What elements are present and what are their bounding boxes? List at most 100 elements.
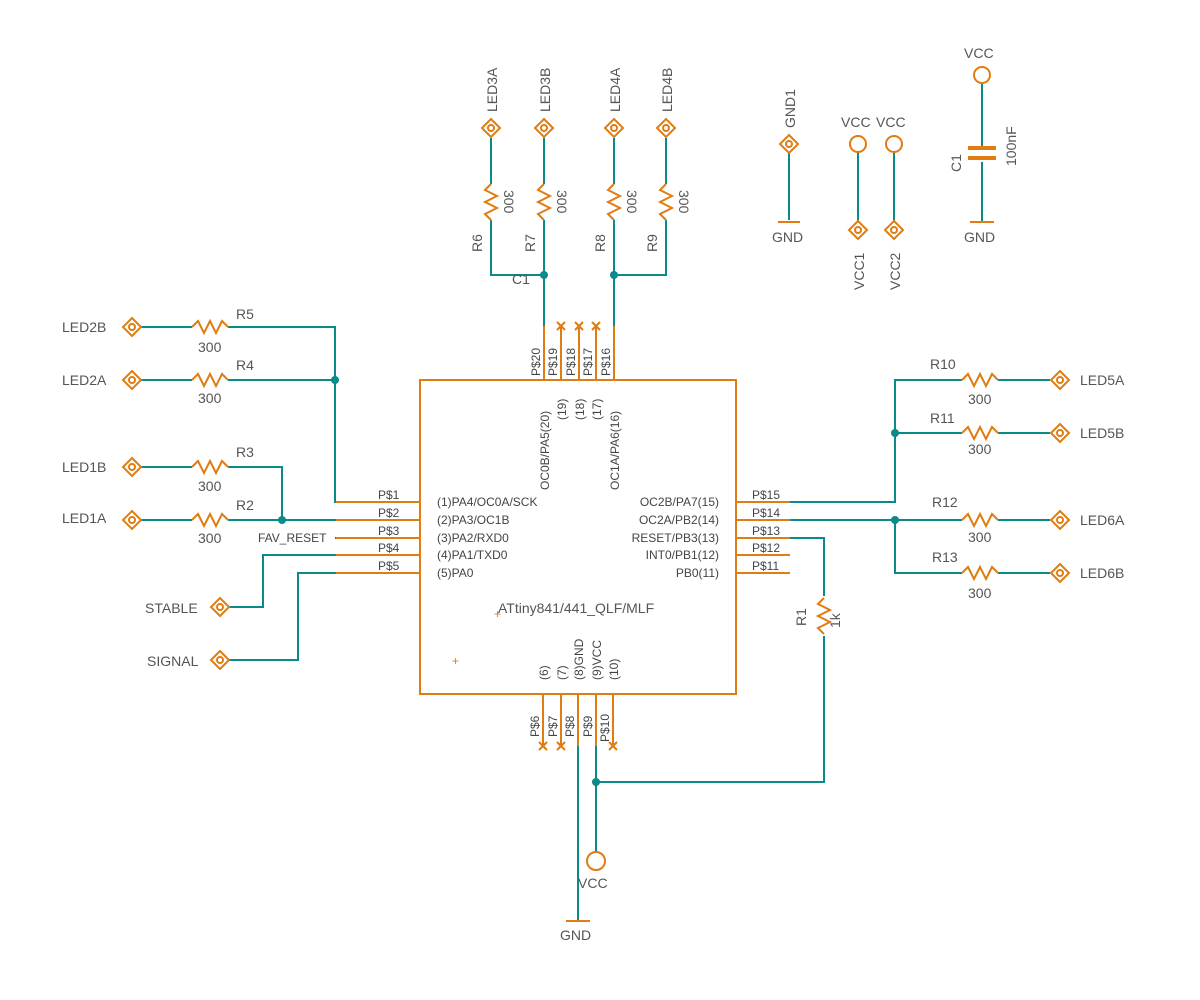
resistor-r11[interactable]: R11 300: [930, 410, 999, 457]
resistor-value: 300: [676, 190, 692, 214]
mcu-ref-mark: +: [452, 654, 459, 668]
right-led-group: R10 300 LED5A R11 300 LED5B R12 300 LED6…: [930, 356, 1125, 601]
connector-label: SIGNAL: [147, 653, 199, 669]
resistor-value: 300: [968, 391, 992, 407]
connector-label: LED1B: [62, 459, 106, 475]
pin-num-p9: P$9: [581, 715, 595, 737]
resistor-r9[interactable]: R9 300: [644, 183, 692, 252]
pin-num-p5: P$5: [378, 559, 400, 573]
wires: [140, 84, 1050, 920]
pin-fn-p17: (17): [590, 399, 604, 420]
connector-led4b[interactable]: LED4B: [656, 68, 676, 138]
resistor-r13[interactable]: R13 300: [932, 549, 999, 601]
resistor-name: R13: [932, 549, 958, 565]
connector-label: LED3A: [484, 67, 500, 112]
connector-label: LED4B: [659, 68, 675, 112]
resistor-r2[interactable]: R2 300: [191, 497, 254, 546]
capacitor-value: 100nF: [1003, 126, 1019, 166]
connector-led5b[interactable]: LED5B: [1050, 423, 1124, 443]
pin-num-p19: P$19: [546, 348, 560, 376]
left-led-group: LED2B R5 300 LED2A R4 300 LED1B R3 300: [62, 306, 254, 546]
capacitor-name: C1: [948, 154, 964, 172]
resistor-value: 300: [624, 190, 640, 214]
pin-num-p16: P$16: [599, 348, 613, 376]
pin-num-p8: P$8: [563, 715, 577, 737]
resistor-name: R8: [592, 234, 608, 252]
resistor-r1[interactable]: R1 1k: [793, 597, 843, 635]
resistor-r12[interactable]: R12 300: [932, 494, 999, 545]
pin-num-p18: P$18: [564, 348, 578, 376]
pin-fn-p5: (5)PA0: [437, 566, 474, 580]
connector-label: LED1A: [62, 510, 107, 526]
resistor-value: 300: [198, 339, 222, 355]
resistor-r3[interactable]: R3 300: [191, 444, 254, 494]
resistor-r8[interactable]: R8 300: [592, 183, 640, 252]
resistor-r5[interactable]: R5 300: [191, 306, 254, 355]
connector-led1a[interactable]: LED1A: [62, 510, 142, 530]
resistor-value: 300: [198, 478, 222, 494]
pin-num-p10: P$10: [598, 714, 612, 742]
vcc-supply-bottom: VCC: [578, 851, 608, 891]
pin-num-p15: P$15: [752, 488, 780, 502]
connector-led4a[interactable]: LED4A: [604, 67, 624, 138]
resistor-value: 300: [198, 390, 222, 406]
pin-fn-p7: (7): [555, 665, 569, 680]
resistor-value: 300: [198, 530, 222, 546]
pin-fn-p8: (8)GND: [572, 638, 586, 680]
connector-label: LED6A: [1080, 512, 1125, 528]
connector-label: LED2B: [62, 319, 106, 335]
connector-label: LED2A: [62, 372, 107, 388]
connector-stable[interactable]: STABLE: [145, 597, 230, 617]
pin-num-p20: P$20: [529, 348, 543, 376]
vcc-label: VCC: [964, 45, 994, 61]
top-led-group: LED3A R6 300 LED3B R7 300 LED4A R8 300 L…: [469, 67, 692, 252]
resistor-name: R2: [236, 497, 254, 513]
connector-led2b[interactable]: LED2B: [62, 317, 142, 337]
resistor-value: 300: [968, 441, 992, 457]
connector-vcc2[interactable]: VCC2: [884, 220, 904, 290]
connector-led3b[interactable]: LED3B: [534, 68, 554, 138]
connector-signal[interactable]: SIGNAL: [147, 650, 230, 670]
pin-fn-p12: INT0/PB1(12): [646, 548, 719, 562]
connector-led3a[interactable]: LED3A: [481, 67, 501, 138]
mcu-chip[interactable]: ATtiny841/441_QLF/MLF + + P$1 P$2 P$3 P$…: [336, 321, 790, 751]
resistor-name: R5: [236, 306, 254, 322]
connector-label: LED4A: [607, 67, 623, 112]
gnd-symbol-bottom: GND: [560, 920, 591, 943]
pin-num-p14: P$14: [752, 506, 780, 520]
pin-num-p13: P$13: [752, 524, 780, 538]
mcu-name: ATtiny841/441_QLF/MLF: [498, 600, 654, 616]
vcc-label: VCC: [578, 875, 608, 891]
connector-led2a[interactable]: LED2A: [62, 370, 142, 390]
connector-label: LED3B: [537, 68, 553, 112]
mcu-origin-mark: +: [494, 607, 501, 621]
connector-led6a[interactable]: LED6A: [1050, 510, 1125, 530]
pin-fn-p20: OC0B/PA5(20): [538, 411, 552, 490]
resistor-value: 300: [554, 190, 570, 214]
connector-gnd1[interactable]: GND1: [779, 89, 799, 154]
resistor-name: R1: [793, 608, 809, 626]
connector-vcc1[interactable]: VCC1: [848, 220, 868, 290]
capacitor-c1[interactable]: C1 100nF: [948, 126, 1019, 172]
gnd-symbol-2: GND: [964, 221, 995, 245]
connector-led1b[interactable]: LED1B: [62, 457, 142, 477]
pin-fn-p13: RESET/PB3(13): [632, 531, 719, 545]
pin-fn-p4: (4)PA1/TXD0: [437, 548, 508, 562]
connector-label: VCC1: [851, 252, 867, 290]
connector-led6b[interactable]: LED6B: [1050, 563, 1124, 583]
gnd-label: GND: [964, 229, 995, 245]
pin-fn-p18: (18): [573, 399, 587, 420]
resistor-r4[interactable]: R4 300: [191, 357, 254, 406]
resistor-r7[interactable]: R7 300: [522, 183, 570, 252]
resistor-name: R11: [930, 410, 955, 426]
pin-fn-p11: PB0(11): [676, 566, 719, 580]
pin-fn-p3: (3)PA2/RXD0: [437, 531, 509, 545]
connector-led5a[interactable]: LED5A: [1050, 370, 1125, 390]
resistor-r10[interactable]: R10 300: [930, 356, 999, 407]
connector-label: STABLE: [145, 600, 198, 616]
vcc-supply-1: VCC: [841, 114, 871, 153]
resistor-r6[interactable]: R6 300: [469, 183, 517, 252]
connector-label: VCC2: [887, 252, 903, 290]
gnd-label: GND: [772, 229, 803, 245]
